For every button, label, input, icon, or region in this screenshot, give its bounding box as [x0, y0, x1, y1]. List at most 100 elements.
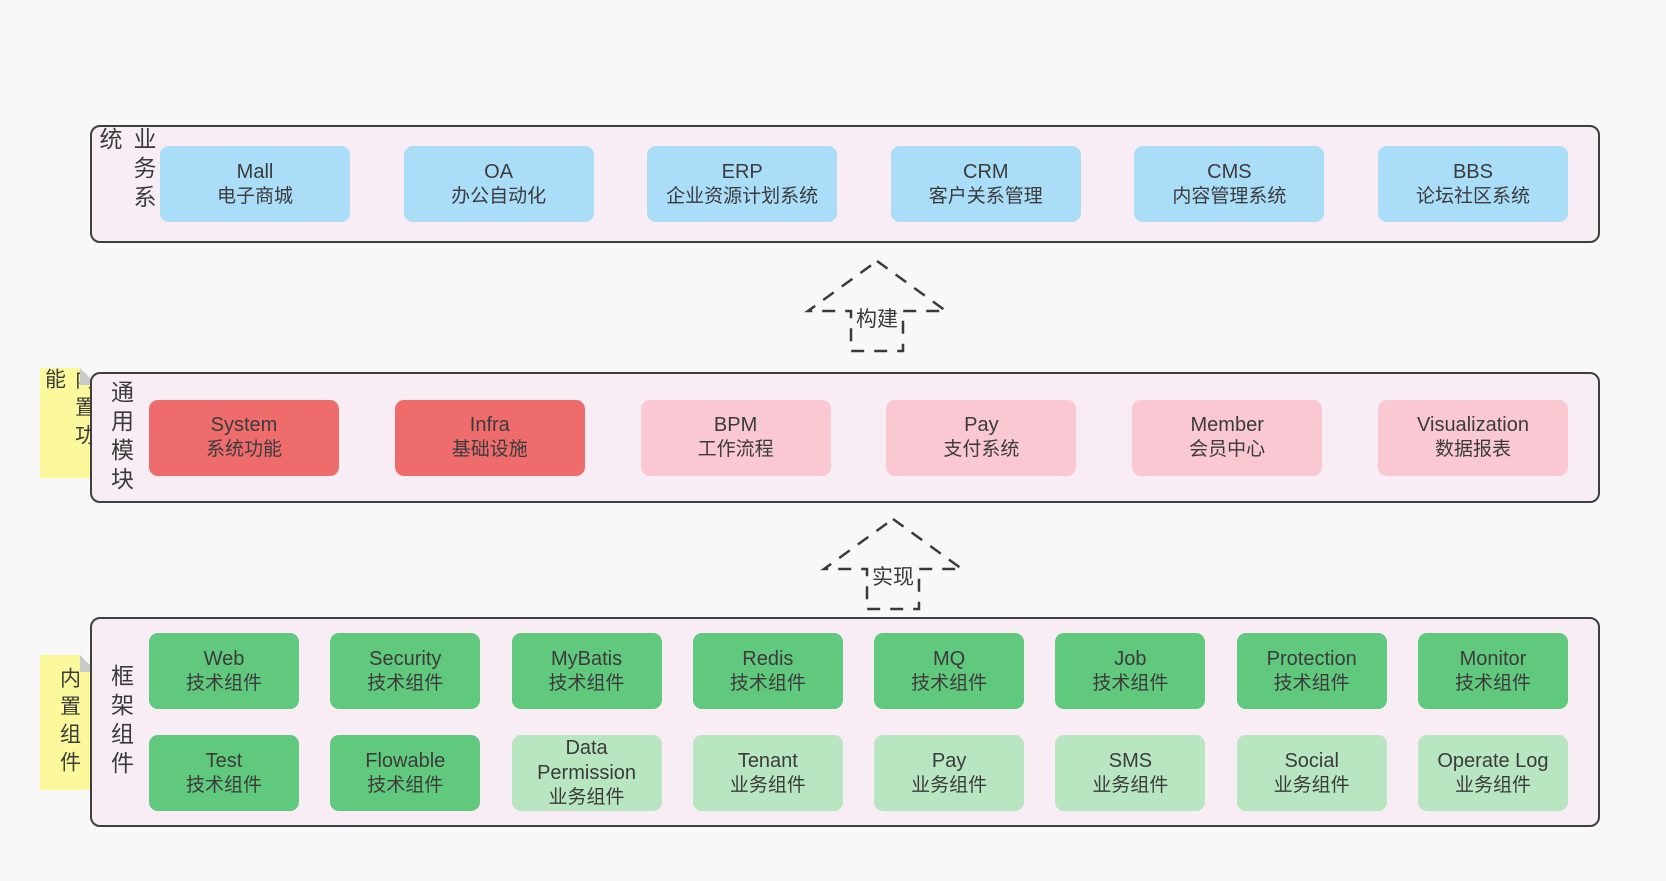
box-name: Web: [203, 647, 245, 670]
box-name: Monitor: [1459, 647, 1527, 670]
band-business-systems: 业务系统 Mall 电子商城 OA 办公自动化 ERP 企业资源计划系统 CRM…: [90, 125, 1600, 243]
box-subtitle: 会员中心: [1189, 439, 1266, 461]
box-subtitle: 电子商城: [216, 185, 293, 207]
box-bpm: BPM 工作流程: [640, 399, 831, 476]
box-subtitle: 技术组件: [185, 774, 262, 796]
box-operate-log: Operate Log 业务组件: [1417, 735, 1568, 811]
box-name: Member: [1190, 414, 1264, 437]
box-bbs: BBS 论坛社区系统: [1377, 146, 1568, 222]
box-mybatis: MyBatis 技术组件: [511, 633, 662, 709]
band-content-business: Mall 电子商城 OA 办公自动化 ERP 企业资源计划系统 CRM 客户关系…: [160, 127, 1598, 241]
box-name: Social: [1284, 749, 1339, 772]
box-subtitle: 业务组件: [1273, 774, 1350, 796]
box-subtitle: 业务组件: [548, 787, 625, 809]
box-mq: MQ 技术组件: [874, 633, 1025, 709]
box-name: Visualization: [1417, 414, 1529, 437]
box-subtitle: 技术组件: [1454, 672, 1531, 694]
box-pay: Pay 支付系统: [886, 399, 1077, 476]
box-name: Test: [205, 749, 243, 772]
box-name: Infra: [469, 414, 510, 437]
note-built-in-components: 内置组件: [40, 655, 97, 790]
band-framework-components: 框架组件 Web 技术组件 Security 技术组件 MyBatis 技术组件…: [90, 617, 1600, 827]
box-subtitle: 技术组件: [548, 672, 625, 694]
note-built-in-features: 内置功能: [40, 368, 97, 478]
box-subtitle: 技术组件: [911, 672, 988, 694]
box-name: BPM: [713, 414, 758, 437]
components-row-2: Test 技术组件 Flowable 技术组件 Data Permission …: [149, 735, 1568, 811]
box-name: System: [210, 414, 278, 437]
box-oa: OA 办公自动化: [403, 146, 594, 222]
box-subtitle: 内容管理系统: [1172, 185, 1287, 207]
box-name: Redis: [742, 647, 794, 670]
box-name: OA: [484, 160, 514, 183]
box-erp: ERP 企业资源计划系统: [647, 146, 838, 222]
box-subtitle: 技术组件: [1273, 672, 1350, 694]
box-name: MyBatis: [551, 647, 623, 670]
box-subtitle: 业务组件: [911, 774, 988, 796]
box-subtitle: 工作流程: [697, 439, 774, 461]
band-label-common-modules: 通用模块: [107, 379, 134, 496]
box-name: Mall: [236, 160, 274, 183]
box-system: System 系统功能: [149, 399, 339, 476]
box-subtitle: 业务组件: [1454, 774, 1531, 796]
arrow-label: 构建: [853, 303, 901, 333]
band-label-business-systems: 业务系统: [96, 127, 156, 214]
box-name: Protection: [1266, 647, 1357, 670]
band-label-framework-components: 框架组件: [107, 664, 134, 780]
box-subtitle: 技术组件: [729, 672, 806, 694]
box-subtitle: 业务组件: [729, 774, 806, 796]
box-member: Member 会员中心: [1132, 399, 1323, 476]
box-name: SMS: [1108, 749, 1153, 772]
box-web: Web 技术组件: [149, 633, 299, 709]
box-name: MQ: [933, 647, 966, 670]
box-subtitle: 技术组件: [185, 672, 262, 694]
box-social: Social 业务组件: [1236, 735, 1387, 811]
dashed-up-arrow-shape: [820, 517, 966, 611]
box-subtitle: 办公自动化: [451, 185, 547, 207]
box-data-permission: Data Permission 业务组件: [511, 735, 662, 811]
box-name: Operate Log: [1437, 749, 1549, 772]
box-tenant: Tenant 业务组件: [692, 735, 843, 811]
box-subtitle: 企业资源计划系统: [666, 185, 819, 207]
box-name: CRM: [963, 160, 1009, 183]
box-name: Job: [1114, 647, 1147, 670]
box-visualization: Visualization 数据报表: [1377, 399, 1568, 476]
box-name: Data Permission: [537, 737, 637, 785]
box-flowable: Flowable 技术组件: [330, 735, 481, 811]
box-mall: Mall 电子商城: [160, 146, 350, 222]
implement-arrow: 实现: [820, 517, 966, 611]
band-common-modules: 通用模块 System 系统功能 Infra 基础设施 BPM 工作流程 Pay…: [90, 372, 1600, 503]
box-protection: Protection 技术组件: [1236, 633, 1387, 709]
box-pay-biz: Pay 业务组件: [874, 735, 1025, 811]
note-text: 内置功能: [42, 368, 96, 452]
box-subtitle: 论坛社区系统: [1415, 185, 1530, 207]
box-test: Test 技术组件: [149, 735, 299, 811]
box-name: Pay: [964, 414, 999, 437]
box-name: CMS: [1207, 160, 1252, 183]
box-job: Job 技术组件: [1055, 633, 1206, 709]
box-subtitle: 数据报表: [1434, 439, 1511, 461]
box-subtitle: 技术组件: [1092, 672, 1169, 694]
box-name: Pay: [931, 749, 967, 772]
box-crm: CRM 客户关系管理: [890, 146, 1081, 222]
band-content-components: Web 技术组件 Security 技术组件 MyBatis 技术组件 Redi…: [149, 619, 1598, 825]
box-security: Security 技术组件: [330, 633, 481, 709]
box-infra: Infra 基础设施: [394, 399, 585, 476]
box-sms: SMS 业务组件: [1055, 735, 1206, 811]
box-subtitle: 客户关系管理: [928, 185, 1043, 207]
box-name: ERP: [721, 160, 763, 183]
dashed-up-arrow-shape: [804, 259, 950, 353]
box-name: Flowable: [365, 749, 446, 772]
box-redis: Redis 技术组件: [692, 633, 843, 709]
box-name: Security: [369, 647, 442, 670]
components-row-1: Web 技术组件 Security 技术组件 MyBatis 技术组件 Redi…: [149, 633, 1568, 709]
box-subtitle: 系统功能: [205, 439, 282, 461]
box-subtitle: 基础设施: [451, 439, 528, 461]
band-content-modules: System 系统功能 Infra 基础设施 BPM 工作流程 Pay 支付系统…: [149, 374, 1598, 501]
build-arrow: 构建: [804, 259, 950, 353]
box-name: BBS: [1452, 160, 1493, 183]
box-monitor: Monitor 技术组件: [1417, 633, 1568, 709]
box-cms: CMS 内容管理系统: [1134, 146, 1325, 222]
box-name: Tenant: [737, 749, 798, 772]
arrow-label: 实现: [869, 561, 917, 591]
